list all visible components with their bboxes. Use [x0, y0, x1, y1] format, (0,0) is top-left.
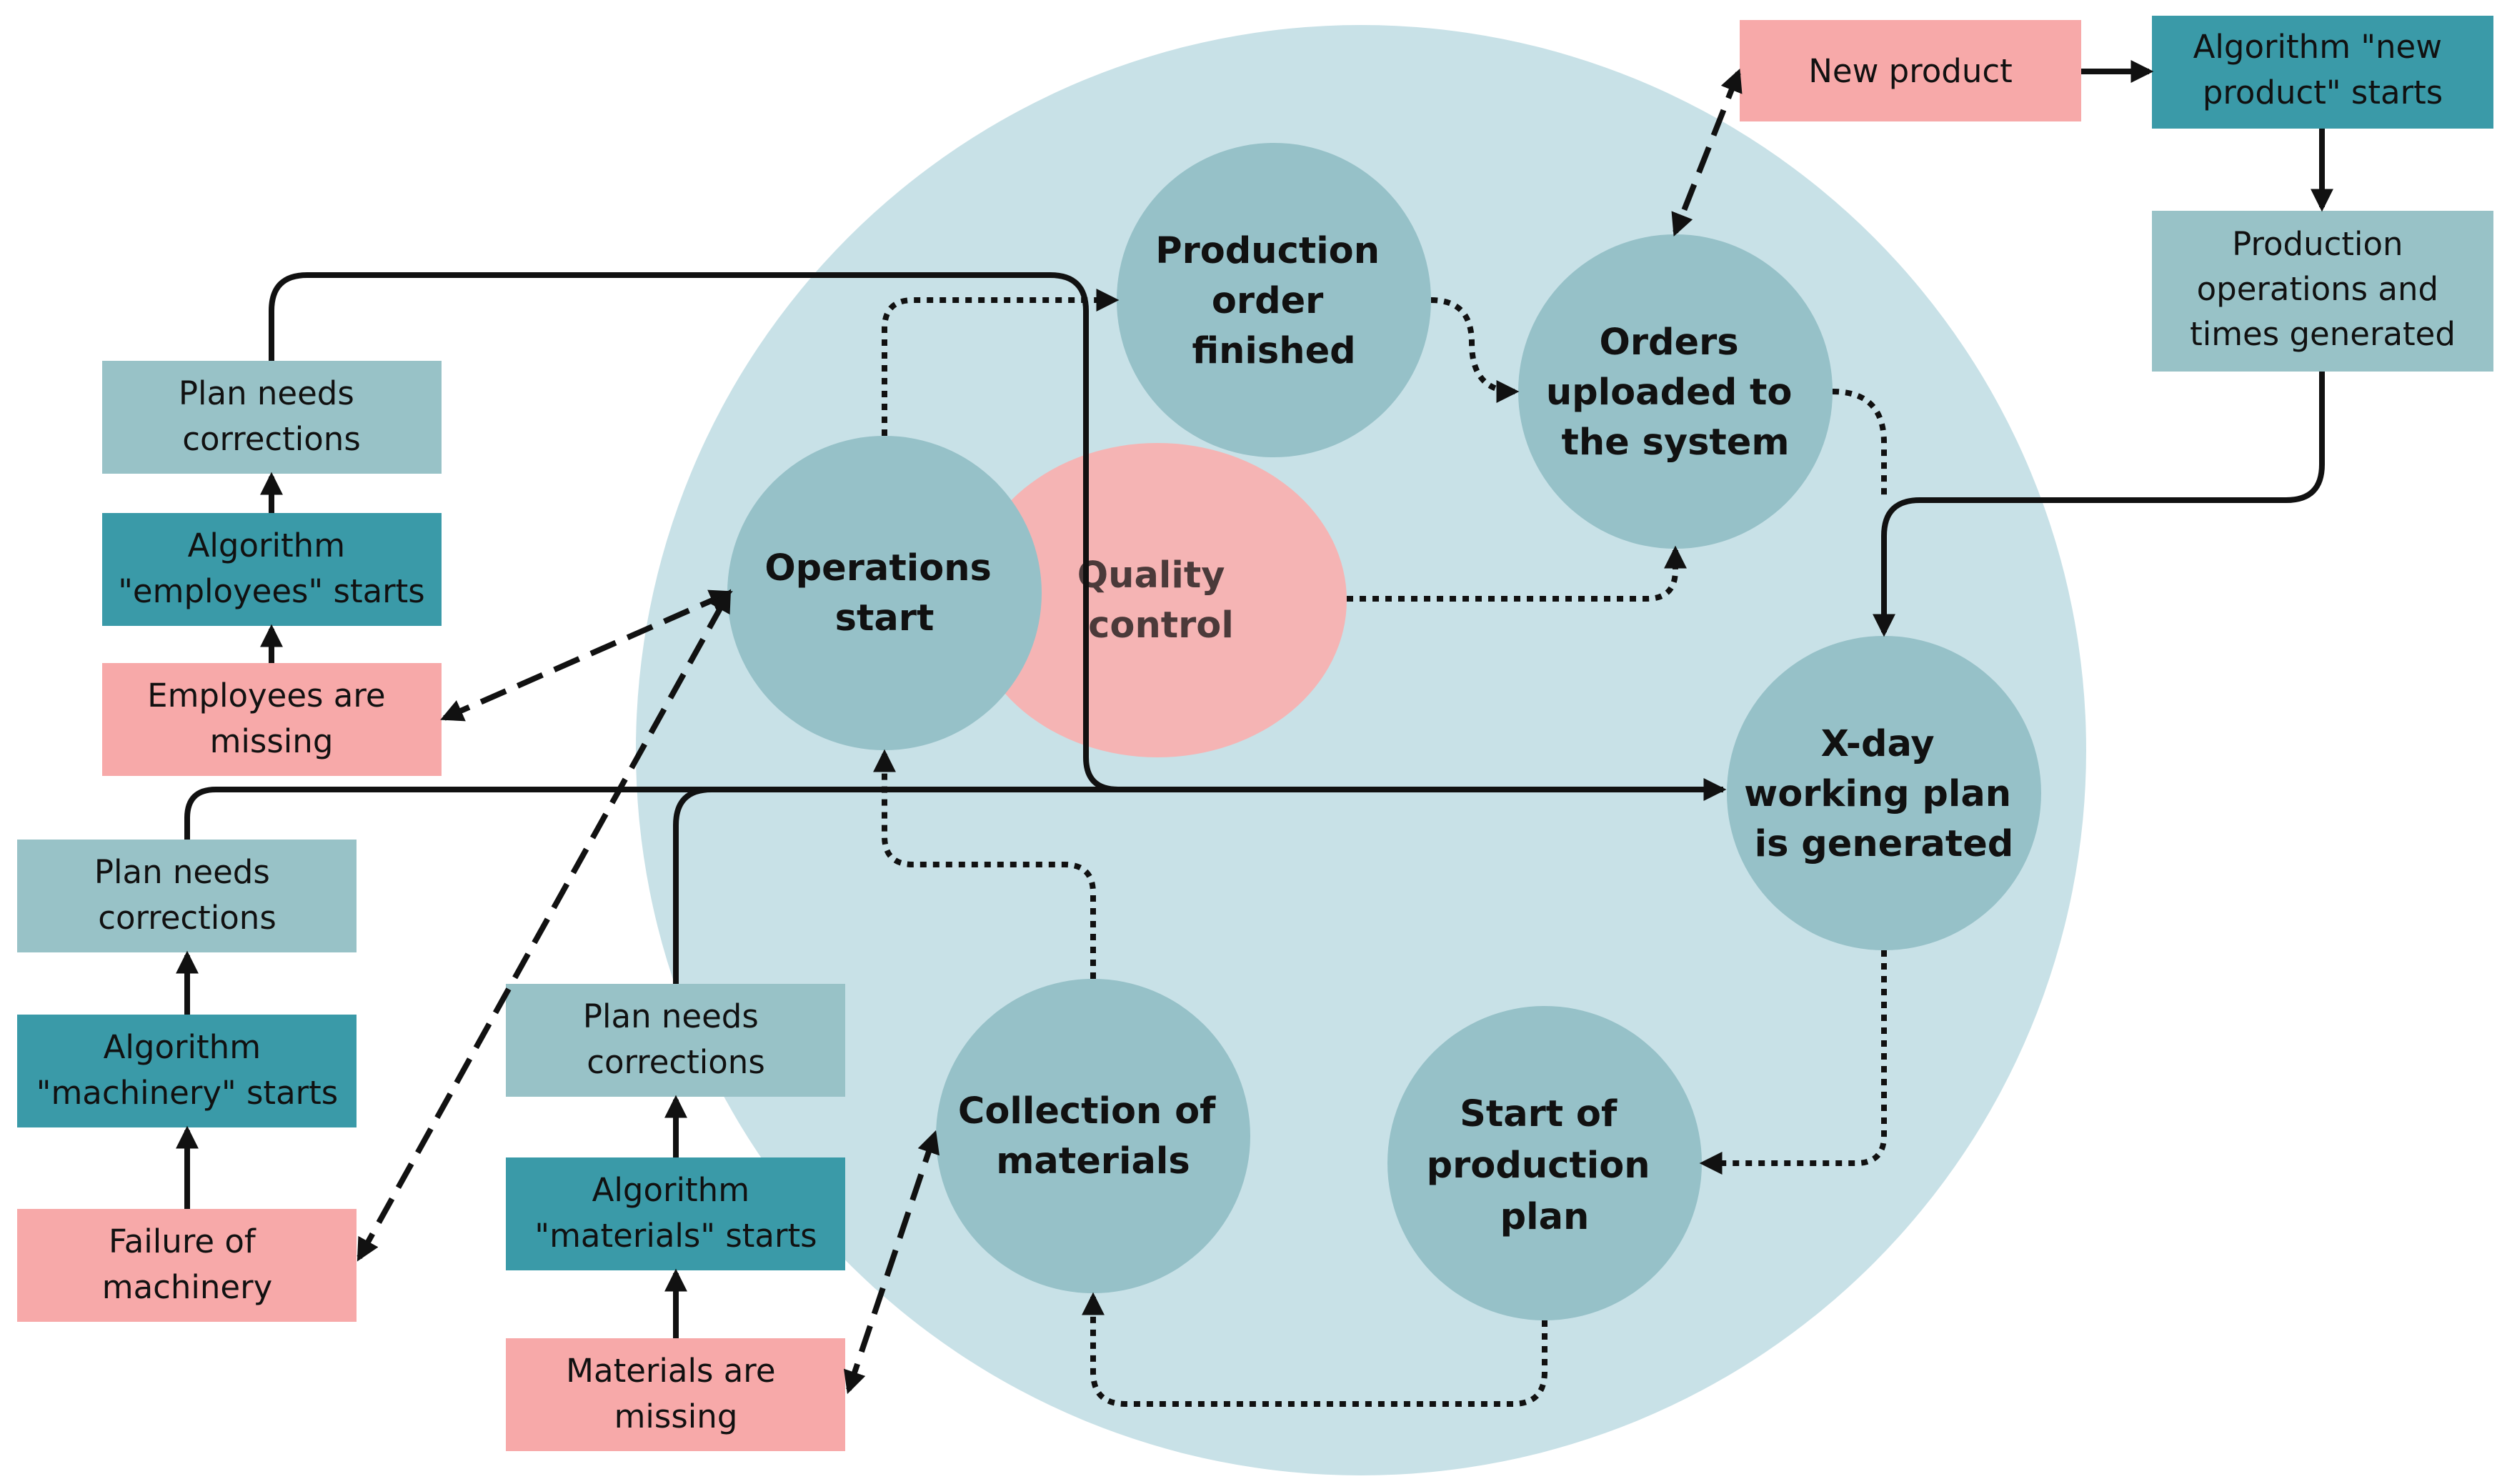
flow-collection-to-operations — [873, 749, 1096, 979]
algo-machinery-box — [17, 1015, 357, 1127]
algo-new-product-line-2: product" starts — [2203, 74, 2443, 111]
materials-missing-line-2: missing — [614, 1398, 738, 1435]
collection-materials-line-2: materials — [996, 1140, 1190, 1182]
quality-control-ellipse — [968, 443, 1347, 757]
quality-control-line-2: control — [1088, 604, 1234, 647]
orders-uploaded-circle — [1518, 234, 1833, 549]
plan-corr-employees-box — [102, 361, 442, 474]
plan-corr-employees-line-1: Plan needs — [179, 374, 354, 412]
employees-missing-line-2: missing — [210, 722, 334, 760]
failure-machinery-label: Failure of machinery — [102, 1222, 273, 1306]
orders-uploaded-label: Orders uploaded to the system — [1546, 322, 1805, 464]
quality-control-line-1: Quality — [1077, 554, 1225, 597]
plan-corr-materials-label: Plan needs corrections — [583, 997, 769, 1081]
orders-uploaded-line-1: Orders — [1600, 322, 1739, 364]
production-order-finished-circle — [1117, 143, 1431, 457]
algo-new-product-box — [2152, 16, 2493, 129]
plan-corr-machinery-line-2: corrections — [98, 899, 276, 937]
flow-plan-to-start — [1699, 950, 1887, 1175]
employees-missing-line-1: Employees are — [147, 677, 385, 714]
algo-materials-line-2: "materials" starts — [534, 1217, 817, 1255]
x-day-plan-line-1: X-day — [1821, 723, 1935, 765]
x-day-plan-label: X-day working plan is generated — [1744, 723, 2024, 865]
plan-corr-employees-label: Plan needs corrections — [179, 374, 364, 458]
plan-corr-employees-line-2: corrections — [182, 420, 361, 458]
algo-machinery-line-2: "machinery" starts — [36, 1074, 338, 1112]
flow-operations-to-finished — [882, 289, 1120, 436]
start-production-plan-line-3: plan — [1500, 1196, 1590, 1238]
algo-new-product-label: Algorithm "new product" starts — [2193, 28, 2453, 111]
production-order-finished-line-1: Production — [1155, 230, 1380, 272]
plan-corr-machinery-label: Plan needs corrections — [94, 853, 280, 937]
new-product-line-1: New product — [1808, 52, 2013, 90]
flow-start-to-collection — [1082, 1292, 1547, 1407]
prod-ops-generated-line-1: Production — [2232, 225, 2403, 263]
arrow-mach-corr-to-plan — [184, 787, 1723, 840]
start-production-plan-label: Start of production plan — [1427, 1093, 1663, 1238]
algo-materials-line-1: Algorithm — [592, 1171, 749, 1209]
quality-control-label: Quality control — [1077, 554, 1237, 647]
plan-corr-machinery-line-1: Plan needs — [94, 853, 270, 891]
start-production-plan-circle — [1387, 1006, 1702, 1320]
algo-machinery-label: Algorithm "machinery" starts — [36, 1028, 338, 1112]
algo-machinery-line-1: Algorithm — [104, 1028, 261, 1066]
algo-new-product-line-1: Algorithm "new — [2193, 28, 2442, 66]
plan-corr-materials-line-2: corrections — [587, 1043, 765, 1081]
link-materials-collection — [843, 1130, 940, 1395]
operations-start-circle — [727, 436, 1042, 750]
link-new-product-orders — [1671, 69, 1743, 236]
prod-ops-generated-line-3: times generated — [2190, 315, 2456, 353]
collection-materials-label: Collection of materials — [958, 1090, 1228, 1182]
algo-employees-line-1: Algorithm — [188, 527, 345, 564]
plan-corr-materials-line-1: Plan needs — [583, 997, 759, 1035]
orders-uploaded-line-3: the system — [1561, 422, 1789, 464]
start-production-plan-line-1: Start of — [1460, 1093, 1618, 1135]
prod-ops-generated-box — [2152, 211, 2493, 372]
link-machinery-operations — [357, 589, 732, 1262]
orders-uploaded-line-2: uploaded to — [1546, 372, 1793, 414]
collection-materials-line-1: Collection of — [958, 1090, 1216, 1132]
operations-start-label: Operations start — [764, 547, 1004, 639]
algo-employees-line-2: "employees" starts — [118, 572, 425, 610]
new-product-box — [1740, 20, 2081, 121]
algo-materials-label: Algorithm "materials" starts — [534, 1171, 817, 1255]
prod-ops-generated-label: Production operations and times generate… — [2190, 225, 2456, 353]
materials-missing-box — [506, 1338, 845, 1451]
employees-missing-label: Employees are missing — [147, 677, 396, 760]
prod-ops-generated-line-2: operations and — [2197, 270, 2438, 308]
operations-start-line-2: start — [835, 597, 934, 639]
production-order-finished-label: Production order finished — [1155, 230, 1392, 372]
production-order-finished-line-2: order — [1212, 280, 1323, 322]
flow-orders-to-plan — [1832, 389, 1887, 500]
collection-materials-circle — [936, 979, 1250, 1293]
materials-missing-label: Materials are missing — [566, 1352, 786, 1435]
new-product-label: New product — [1808, 52, 2013, 90]
failure-machinery-line-2: machinery — [102, 1268, 273, 1306]
flow-finished-to-orders — [1430, 297, 1520, 403]
flow-quality-to-orders — [1347, 545, 1687, 602]
x-day-plan-line-3: is generated — [1755, 823, 2014, 865]
start-production-plan-line-2: production — [1427, 1145, 1650, 1187]
materials-missing-line-1: Materials are — [566, 1352, 775, 1390]
failure-machinery-line-1: Failure of — [109, 1222, 256, 1260]
plan-corr-machinery-box — [17, 840, 357, 952]
operations-start-line-1: Operations — [764, 547, 992, 589]
arrow-emp-corr-to-plan — [269, 272, 1727, 801]
algo-employees-label: Algorithm "employees" starts — [118, 527, 425, 610]
failure-machinery-box — [17, 1209, 357, 1322]
production-order-finished-line-3: finished — [1192, 330, 1355, 372]
x-day-plan-line-2: working plan — [1744, 773, 2011, 815]
arrow-prod-ops-to-plan — [1873, 372, 2325, 637]
x-day-plan-circle — [1727, 636, 2041, 950]
